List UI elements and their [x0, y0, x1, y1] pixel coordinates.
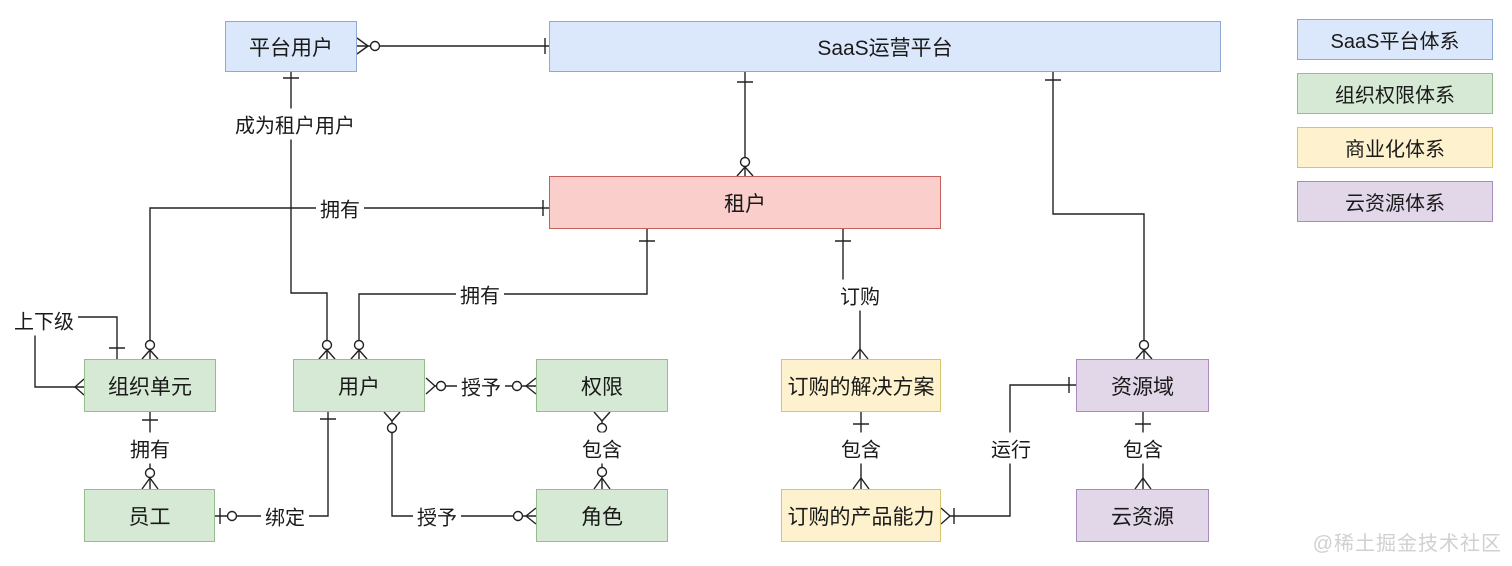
connector-tenant-org-unit — [141, 200, 549, 360]
legend-item-saas-platform: SaaS平台体系 — [1297, 19, 1493, 60]
edge-label-contain-role: 包含 — [578, 432, 626, 464]
entity-employee: 员工 — [84, 489, 215, 542]
legend-item-org-permission: 组织权限体系 — [1297, 73, 1493, 114]
edge-label-become-tenant-user: 成为租户用户 — [231, 108, 359, 140]
watermark: @稀土掘金技术社区 — [1312, 533, 1502, 555]
entity-cloud-resource: 云资源 — [1076, 489, 1209, 542]
edge-label-subscribe: 订购 — [836, 279, 884, 311]
entity-saas-platform: SaaS运营平台 — [549, 21, 1221, 72]
entity-platform-user: 平台用户 — [225, 21, 357, 72]
edge-label-grant-permission: 授予 — [457, 370, 505, 402]
edge-label-tenant-own-user: 拥有 — [456, 278, 504, 310]
connector-employee-user — [214, 412, 336, 524]
entity-tenant: 租户 — [549, 176, 941, 229]
edge-label-tenant-own-org: 拥有 — [316, 192, 364, 224]
connector-tenant-user — [350, 229, 655, 360]
connector-permission-role — [593, 411, 611, 490]
edge-label-run: 运行 — [987, 432, 1035, 464]
edge-label-org-own-employee: 拥有 — [126, 432, 174, 464]
edge-label-bind: 绑定 — [261, 500, 309, 532]
legend: SaaS平台体系 组织权限体系 商业化体系 云资源体系 — [1297, 19, 1493, 235]
connector-saas-tenant — [736, 72, 754, 177]
legend-item-cloud-resource: 云资源体系 — [1297, 181, 1493, 222]
connector-user-role — [383, 411, 537, 525]
connector-platform-user-saas — [356, 37, 549, 55]
legend-item-commercial: 商业化体系 — [1297, 127, 1493, 168]
edge-label-grant-role: 授予 — [413, 500, 461, 532]
connector-platform-user-user — [283, 72, 336, 360]
entity-role: 角色 — [536, 489, 668, 542]
entity-resource-domain: 资源域 — [1076, 359, 1209, 412]
connector-solution-product — [852, 412, 870, 490]
connector-saas-resource-domain — [1045, 72, 1153, 360]
edge-label-contain-product: 包含 — [837, 432, 885, 464]
entity-user: 用户 — [293, 359, 425, 412]
entity-subscribed-solution: 订购的解决方案 — [781, 359, 941, 412]
entity-permission: 权限 — [536, 359, 668, 412]
entity-org-unit: 组织单元 — [84, 359, 216, 412]
edge-label-contain-cloud: 包含 — [1119, 432, 1167, 464]
entity-subscribed-product: 订购的产品能力 — [781, 489, 941, 542]
edge-label-hierarchy: 上下级 — [10, 304, 78, 336]
